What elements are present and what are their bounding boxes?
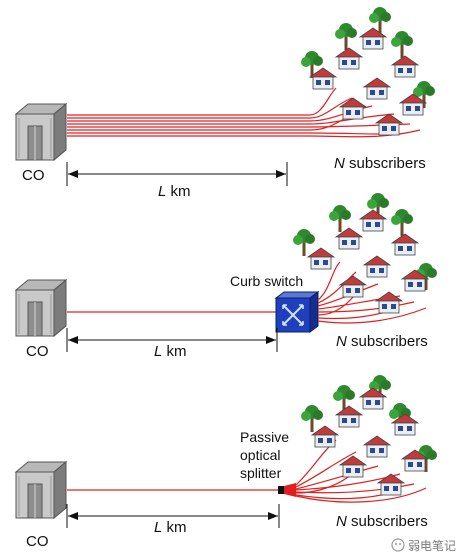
house-icon [391, 55, 419, 78]
watermark-text: 弱电笔记 [408, 538, 456, 553]
co-label: CO [26, 533, 49, 550]
house-icon [309, 67, 337, 90]
house-icon [359, 387, 387, 410]
watermark: 弱电笔记 [391, 538, 456, 553]
distance-dimension [66, 162, 288, 186]
splitter-label-line-1: Passive [240, 429, 289, 445]
house-icon [375, 113, 403, 136]
tree-icon [391, 209, 413, 236]
splitter-label-line-2: optical [240, 447, 280, 463]
house-icon [339, 275, 367, 298]
house-icon [335, 405, 363, 428]
house-icon [363, 77, 391, 100]
distance-dimension [66, 328, 278, 352]
central-office-icon [15, 461, 67, 519]
tree-icon [391, 31, 413, 58]
house-icon [359, 209, 387, 232]
distance-label: L km [154, 343, 187, 360]
tree-icon [301, 405, 323, 432]
central-office-icon [15, 103, 67, 161]
central-office-icon [15, 279, 67, 337]
co-label: CO [26, 343, 49, 360]
house-icon [377, 473, 405, 496]
house-icon [363, 255, 391, 278]
house-icon [391, 233, 419, 256]
house-icon [359, 27, 387, 50]
house-icon [375, 291, 403, 314]
distance-label: L km [158, 183, 191, 200]
tree-icon [293, 229, 315, 256]
curb-switch-icon [274, 291, 320, 333]
panel-curb-switch: CO Curb switch [15, 193, 437, 360]
co-label: CO [22, 167, 45, 184]
house-icon [335, 47, 363, 70]
splitter-icon [278, 483, 296, 497]
house-icon [311, 425, 339, 448]
curb-switch-label: Curb switch [230, 273, 303, 289]
house-icon [363, 435, 391, 458]
house-icon [307, 247, 335, 270]
subscriber-count-label: N subscribers [336, 333, 428, 350]
splitter-label-line-3: splitter [240, 465, 282, 481]
distance-dimension [66, 504, 280, 528]
tree-icon [335, 23, 357, 50]
tree-icon [329, 205, 351, 232]
panel-direct-fiber: CO [15, 7, 435, 200]
subscriber-count-label: N subscribers [336, 513, 428, 530]
distance-label: L km [154, 519, 187, 536]
subscriber-count-label: N subscribers [334, 155, 426, 172]
wechat-logo-icon [391, 538, 405, 552]
house-icon [399, 93, 427, 116]
subscriber-houses [301, 375, 437, 496]
panel-passive-splitter: CO Passive optical splitter [15, 375, 437, 550]
house-icon [339, 97, 367, 120]
